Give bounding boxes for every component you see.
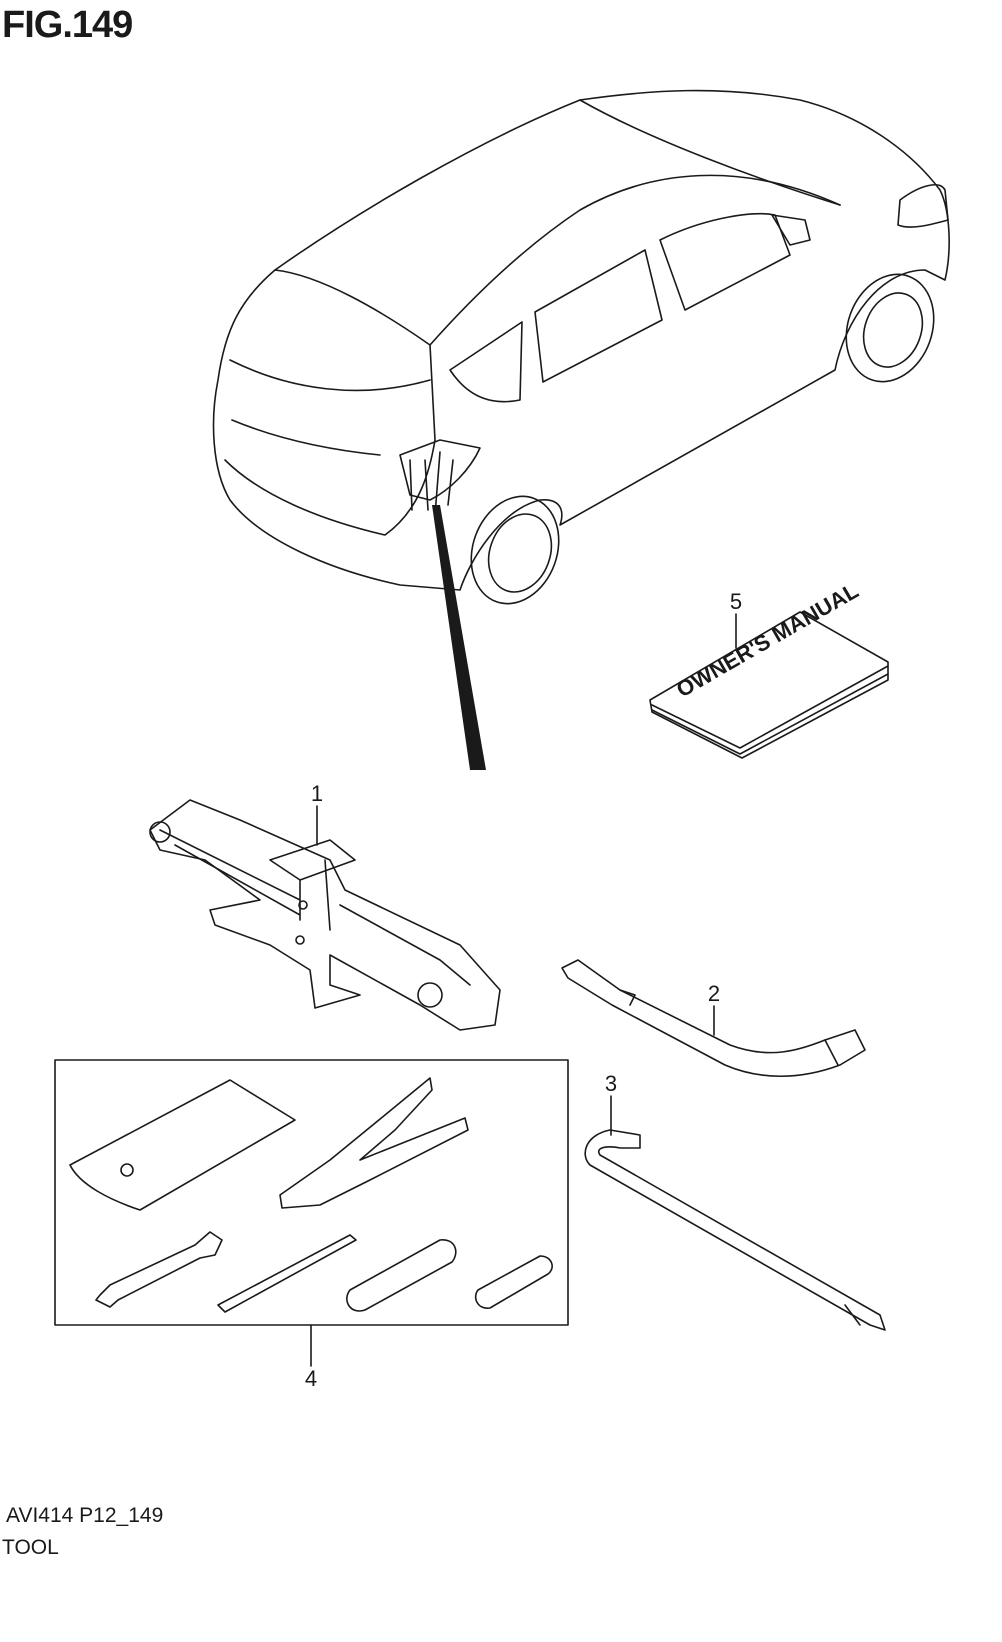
svg-text:4: 4 xyxy=(305,1366,317,1391)
screwdriver-bit xyxy=(217,1234,357,1313)
figure-caption: TOOL xyxy=(2,1536,59,1559)
tool-set-box xyxy=(54,1059,569,1326)
jack-handle-illustration xyxy=(584,1129,886,1331)
car-illustration xyxy=(212,89,950,770)
pointer-arrow xyxy=(432,505,486,770)
callout-2: 2 xyxy=(708,981,720,1036)
screwdriver-handle xyxy=(346,1239,457,1312)
tool-bag xyxy=(69,1079,296,1211)
svg-text:3: 3 xyxy=(605,1071,617,1096)
pliers xyxy=(279,1077,469,1209)
callout-5: 5 xyxy=(730,589,742,649)
wheel-nut-wrench-illustration xyxy=(561,959,866,1077)
callout-3: 3 xyxy=(605,1071,617,1136)
svg-text:2: 2 xyxy=(708,981,720,1006)
socket xyxy=(474,1255,553,1309)
figure-code: AVI414 P12_149 xyxy=(6,1504,164,1527)
figure-title: FIG.149 xyxy=(2,4,133,46)
svg-text:1: 1 xyxy=(311,781,323,806)
owners-manual-illustration: OWNER'S MANUAL xyxy=(649,578,889,759)
svg-text:5: 5 xyxy=(730,589,742,614)
callout-4: 4 xyxy=(305,1324,317,1391)
jack-illustration xyxy=(149,799,501,1031)
callout-1: 1 xyxy=(311,781,323,846)
spanner xyxy=(95,1231,223,1308)
